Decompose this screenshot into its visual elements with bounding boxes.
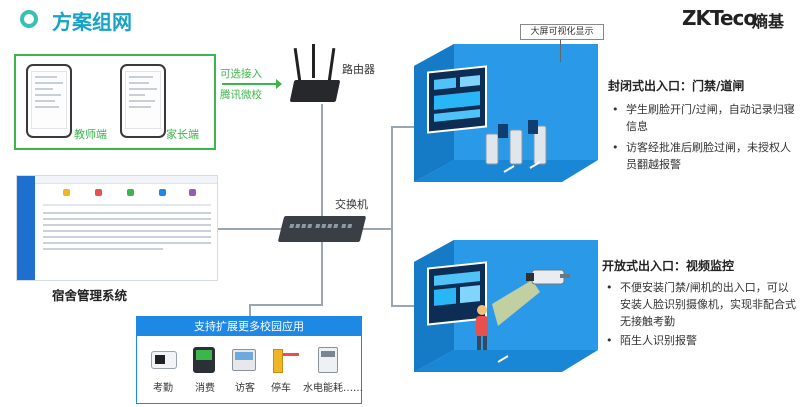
switch-label: 交换机 (335, 198, 368, 211)
open-entrance-title: 开放式出入口：视频监控 (602, 259, 735, 273)
app-label-attendance: 考勤 (153, 383, 173, 394)
app-label-energy: 水电能耗…… (303, 383, 363, 394)
closed-room-line (391, 126, 423, 128)
wechat-note-line2: 腾讯微校 (220, 89, 262, 101)
closed-entrance-bullet: 学生刷脸开门/过闸，自动记录归寝信息 (608, 101, 796, 135)
big-screen-callout: 大屏可视化显示 (520, 24, 604, 40)
logo-cn-text: 熵基 (752, 12, 785, 31)
wechat-clients-box: 教师端 家长端 (14, 54, 216, 150)
wechat-note: 可选接入 腾讯微校 (220, 67, 262, 103)
callout-pointer (560, 40, 561, 62)
right-bus-line (391, 126, 393, 306)
logo-text: ZKTeco (682, 6, 757, 30)
open-entrance-bullet: 陌生人识别报警 (602, 332, 796, 349)
network-switch-icon (277, 216, 367, 242)
parking-barrier-icon (269, 345, 299, 375)
payment-terminal-icon (189, 345, 219, 375)
dashboard-label: 宿舍管理系统 (52, 288, 128, 303)
company-logo: ZKTeco (682, 6, 757, 30)
app-label-payment: 消费 (195, 383, 215, 394)
extension-drop-line (249, 304, 251, 316)
extension-link-line (249, 304, 323, 306)
wechat-arrow (222, 79, 282, 89)
dormitory-dashboard (16, 175, 218, 281)
open-entrance-text: 开放式出入口：视频监控 不便安装门禁/闸机的出入口，可以安装人脸识别摄像机，实现… (602, 258, 796, 349)
page-title: 方案组网 (52, 10, 132, 34)
router-antenna (312, 44, 315, 78)
closed-entrance-room (414, 44, 598, 182)
router-antenna (293, 47, 302, 83)
router-icon (289, 80, 341, 102)
router-label: 路由器 (342, 63, 375, 76)
extension-header: 支持扩展更多校园应用 (137, 317, 361, 336)
teacher-phone (26, 64, 72, 138)
parent-phone (120, 64, 166, 138)
open-entrance-room (414, 240, 598, 372)
trunk-line (321, 104, 323, 304)
title-ring-icon (20, 10, 38, 28)
closed-entrance-text: 封闭式出入口：门禁/道闸 学生刷脸开门/过闸，自动记录归寝信息 访客经批准后刷脸… (608, 78, 796, 173)
open-room-line (391, 305, 423, 307)
open-entrance-bullet: 不便安装门禁/闸机的出入口，可以安装人脸识别摄像机，实现非配合式无接触考勤 (602, 279, 796, 330)
closed-entrance-title: 封闭式出入口：门禁/道闸 (608, 79, 745, 93)
closed-entrance-bullet: 访客经批准后刷脸过闸，未授权人员翻越报警 (608, 139, 796, 173)
parent-label: 家长端 (166, 128, 199, 141)
energy-meter-icon (313, 345, 343, 375)
extension-apps-box: 支持扩展更多校园应用 考勤 消费 访客 停车 水电能耗…… (136, 316, 363, 404)
teacher-label: 教师端 (74, 128, 107, 141)
dashboard-link-line (218, 228, 282, 230)
app-label-parking: 停车 (271, 383, 291, 394)
attendance-terminal-icon (149, 345, 179, 375)
router-antenna (327, 47, 336, 83)
visitor-kiosk-icon (229, 345, 259, 375)
wechat-note-line1: 可选接入 (220, 68, 262, 80)
switch-right-line (362, 228, 392, 230)
app-label-visitor: 访客 (235, 383, 255, 394)
